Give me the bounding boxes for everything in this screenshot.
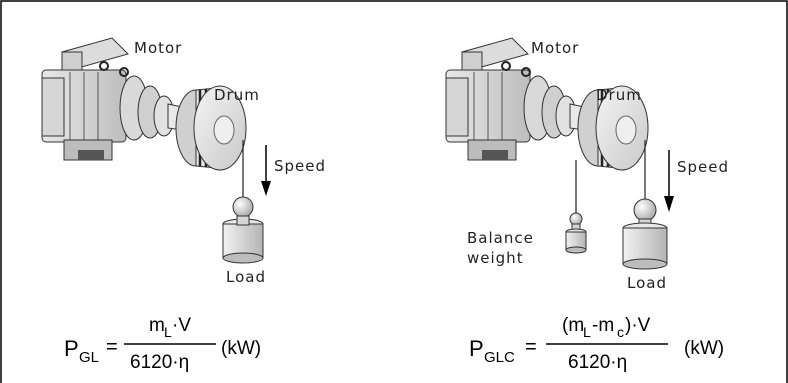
right-balance-label-2: weight	[467, 249, 524, 267]
right-formula-equals: =	[525, 336, 537, 358]
right-speed-label: Speed	[677, 158, 729, 176]
right-formula: P GLC = (m L -m c )·V 6120·η (kW)	[469, 315, 724, 373]
left-formula-lhs: P	[64, 336, 79, 361]
left-formula-num-sub: L	[164, 324, 172, 340]
left-formula-lhs-sub: GL	[79, 349, 99, 366]
left-formula-num-a: m	[149, 315, 165, 336]
right-illustration: Motor Drum Speed Balance weight Load	[446, 38, 729, 292]
right-formula-lhs: P	[469, 336, 484, 361]
right-formula-num-a: (m	[562, 315, 584, 336]
left-illustration: Motor Drum Speed Load	[42, 38, 326, 286]
right-motor-label: Motor	[531, 39, 579, 57]
right-formula-num-b: -m	[592, 315, 614, 336]
right-formula-num-sub2: c	[617, 324, 624, 340]
left-formula-unit: (kW)	[221, 338, 261, 359]
right-drum-label: Drum	[596, 86, 642, 104]
right-formula-unit: (kW)	[684, 338, 724, 359]
left-formula-equals: =	[106, 336, 118, 358]
left-formula-num-b: ·V	[172, 315, 191, 336]
left-motor-label: Motor	[134, 39, 182, 57]
left-drum-label: Drum	[214, 86, 260, 104]
left-speed-label: Speed	[274, 157, 326, 175]
right-formula-lhs-sub: GLC	[484, 349, 515, 366]
right-formula-num-c: )·V	[625, 315, 651, 336]
left-speed-arrow	[261, 145, 271, 196]
right-load	[623, 199, 667, 269]
right-formula-denominator: 6120·η	[568, 352, 627, 373]
right-speed-arrow	[664, 150, 674, 212]
right-balance-weight	[566, 213, 586, 253]
right-formula-num-sub1: L	[583, 324, 591, 340]
left-load-label: Load	[226, 268, 266, 286]
right-load-label: Load	[627, 274, 667, 292]
right-balance-label-1: Balance	[467, 229, 534, 247]
left-load	[223, 197, 263, 263]
left-formula-denominator: 6120·η	[130, 352, 189, 373]
left-formula: P GL = m L ·V 6120·η (kW)	[64, 315, 261, 373]
